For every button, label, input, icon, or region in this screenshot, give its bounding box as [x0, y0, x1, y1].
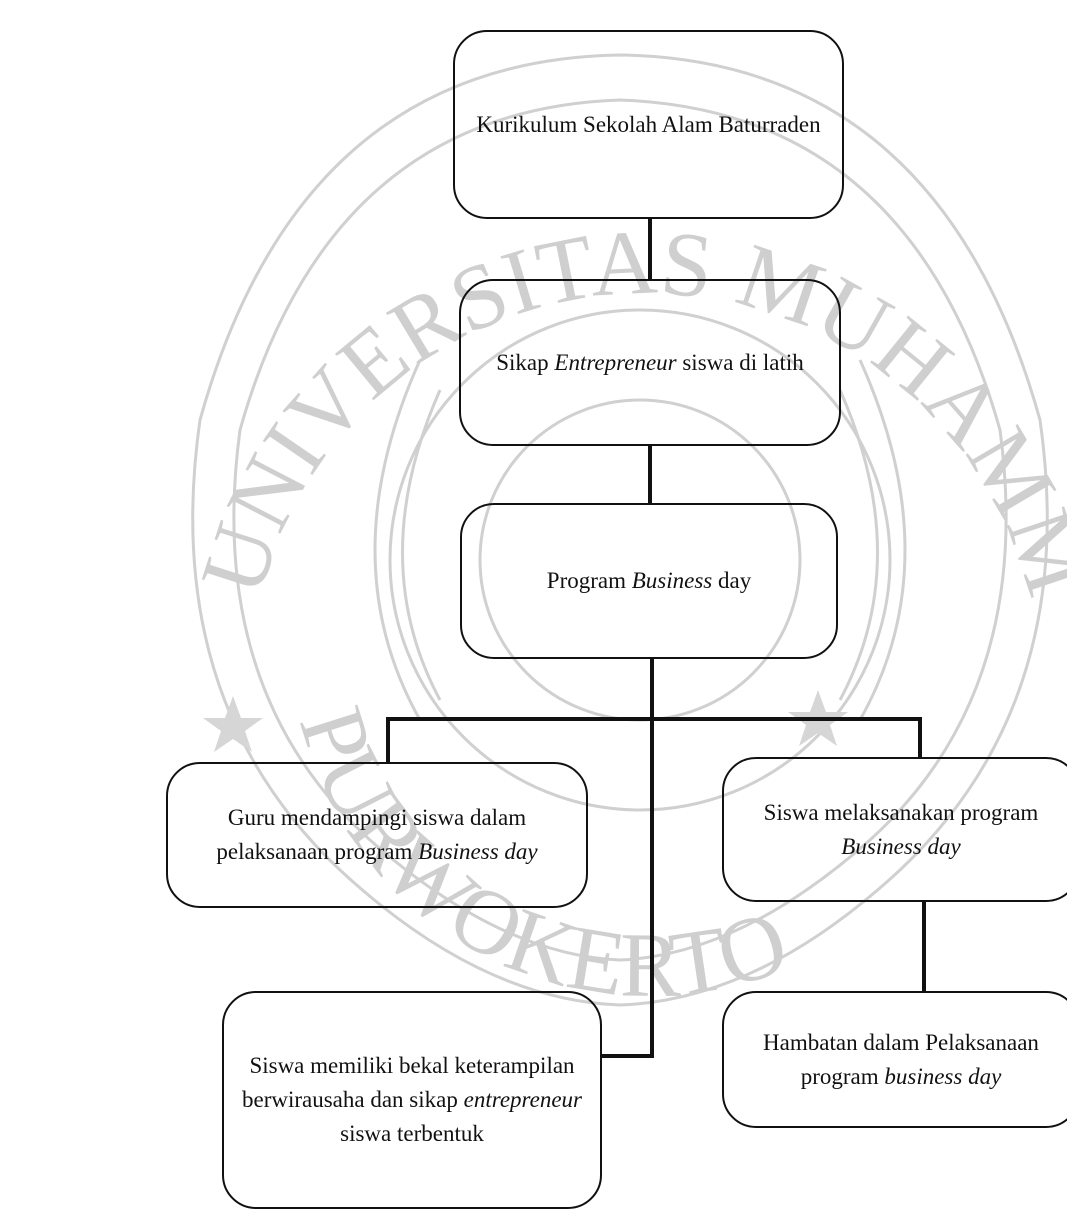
text-run: siswa terbentuk [340, 1121, 484, 1146]
text-run: Entrepreneur [554, 349, 677, 375]
node-sikap-entrepreneur: Sikap Entrepreneur siswa di latih [459, 279, 841, 446]
text-run: Siswa memiliki bekal keterampilan berwir… [242, 1053, 575, 1112]
node-guru-mendampingi-text: Guru mendampingi siswa dalam pelaksanaan… [182, 801, 572, 869]
text-run: entrepreneur [463, 1087, 582, 1112]
node-program-business-day: Program Business day [460, 503, 838, 659]
node-kurikulum-text: Kurikulum Sekolah Alam Baturraden [476, 108, 820, 142]
text-run: Business day [418, 839, 538, 864]
text-run: siswa di latih [676, 349, 804, 375]
node-sikap-entrepreneur-text: Sikap Entrepreneur siswa di latih [496, 346, 804, 380]
text-run: Hambatan dalam Pelaksanaan program [763, 1029, 1039, 1089]
text-run: Siswa melaksanakan program [763, 799, 1039, 825]
node-kurikulum: Kurikulum Sekolah Alam Baturraden [453, 30, 844, 219]
node-siswa-memiliki-bekal: Siswa memiliki bekal keterampilan berwir… [222, 991, 602, 1209]
text-run: Business day [841, 833, 961, 859]
node-guru-mendampingi: Guru mendampingi siswa dalam pelaksanaan… [166, 762, 588, 908]
text-run: Business [631, 568, 713, 593]
node-siswa-melaksanakan-text: Siswa melaksanakan program Business day [738, 796, 1064, 864]
text-run: Guru mendampingi siswa dalam pelaksanaan… [216, 805, 527, 864]
node-siswa-melaksanakan: Siswa melaksanakan program Business day [722, 757, 1067, 902]
node-hambatan-text: Hambatan dalam Pelaksanaan program busin… [738, 1026, 1064, 1094]
node-program-business-day-text: Program Business day [547, 564, 751, 598]
text-run: Program [546, 568, 632, 593]
text-run: Sikap [496, 349, 555, 375]
text-run: Kurikulum Sekolah Alam Baturraden [476, 111, 821, 137]
text-run: business day [884, 1063, 1002, 1089]
text-run: day [712, 568, 752, 593]
node-siswa-memiliki-bekal-text: Siswa memiliki bekal keterampilan berwir… [238, 1049, 586, 1151]
node-hambatan: Hambatan dalam Pelaksanaan program busin… [722, 991, 1067, 1128]
